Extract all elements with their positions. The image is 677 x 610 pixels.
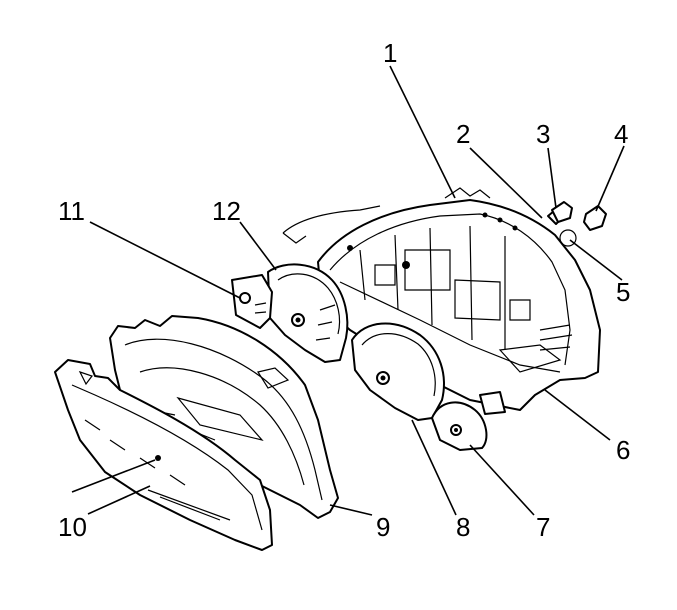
cluster-bezel xyxy=(109,315,339,519)
o-ring-5 xyxy=(559,229,577,247)
callout-5: 5 xyxy=(616,277,630,307)
bulb-3 xyxy=(551,201,573,223)
callout-7: 7 xyxy=(536,512,550,542)
callout-3: 3 xyxy=(536,119,550,149)
cluster-housing xyxy=(282,187,601,415)
callout-9: 9 xyxy=(376,512,390,542)
bulb-and-socket-parts xyxy=(547,201,607,247)
indicator-gauge xyxy=(231,274,273,329)
small-gauge xyxy=(431,401,488,451)
callout-labels: 1 2 3 4 5 6 7 8 9 10 11 12 xyxy=(58,38,630,542)
callout-1: 1 xyxy=(383,38,397,68)
callout-6: 6 xyxy=(616,435,630,465)
tachometer-gauge xyxy=(267,263,349,363)
callout-11: 11 xyxy=(58,196,85,226)
callout-10: 10 xyxy=(58,512,87,542)
callout-12: 12 xyxy=(212,196,241,226)
socket-4 xyxy=(583,205,607,231)
leader-lines xyxy=(71,65,625,516)
callout-4: 4 xyxy=(614,119,628,149)
callout-2: 2 xyxy=(456,119,470,149)
speedometer-gauge xyxy=(351,322,445,421)
callout-8: 8 xyxy=(456,512,470,542)
clear-lens xyxy=(54,359,273,551)
